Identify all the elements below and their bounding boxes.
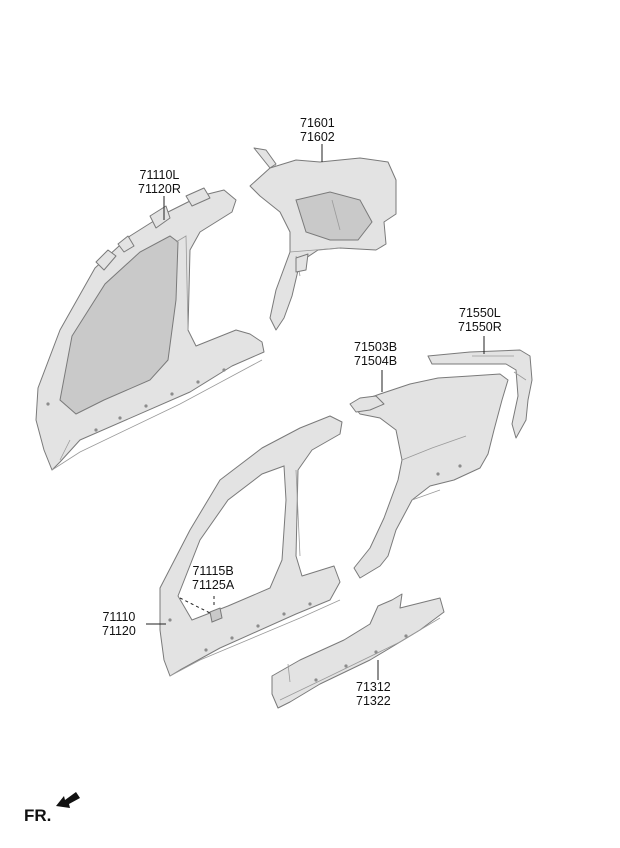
callout-line: 71322 [356,694,391,708]
callout-71110-71120: 71110 71120 [102,610,136,638]
callout-line: 71601 [300,116,335,130]
callout-line: 71125A [192,578,235,592]
callout-line: 71504B [354,354,398,368]
callout-line: 71110 [102,610,136,624]
callout-line: 71110L [139,168,180,182]
callout-71601-71602: 71601 71602 [300,116,335,144]
callout-71115b-71125a: 71115B 71125A [192,564,234,592]
callout-71110l-71120r: 71110L 71120R [138,168,181,196]
callout-71550l-71550r: 71550L 71550R [458,306,502,334]
callout-line: 71503B [354,340,398,354]
callout-line: 71602 [300,130,335,144]
side-sill-panel [271,593,445,709]
inner-rear-quarter-panel [249,147,397,331]
panel-holes [46,368,226,432]
callout-line: 71120 [102,624,136,638]
roof-rail-reinforcement [427,349,533,439]
callout-line: 71120R [138,182,181,196]
callout-line: 71312 [356,680,391,694]
callout-line: 71550L [459,306,501,320]
callout-line: 71550R [458,320,502,334]
front-direction-arrow-icon [56,792,80,808]
outer-side-panel-upper [35,187,265,471]
callout-71503b-71504b: 71503B 71504B [354,340,397,368]
callout-line: 71115B [192,564,234,578]
quarter-outer-panel [349,373,509,579]
small-bracket [209,607,223,623]
leader-lines [146,144,485,680]
inner-side-panel-lower [159,415,343,677]
panel-holes [168,602,312,652]
callout-71312-71322: 71312 71322 [356,680,391,708]
front-direction-label: FR. [24,806,52,825]
